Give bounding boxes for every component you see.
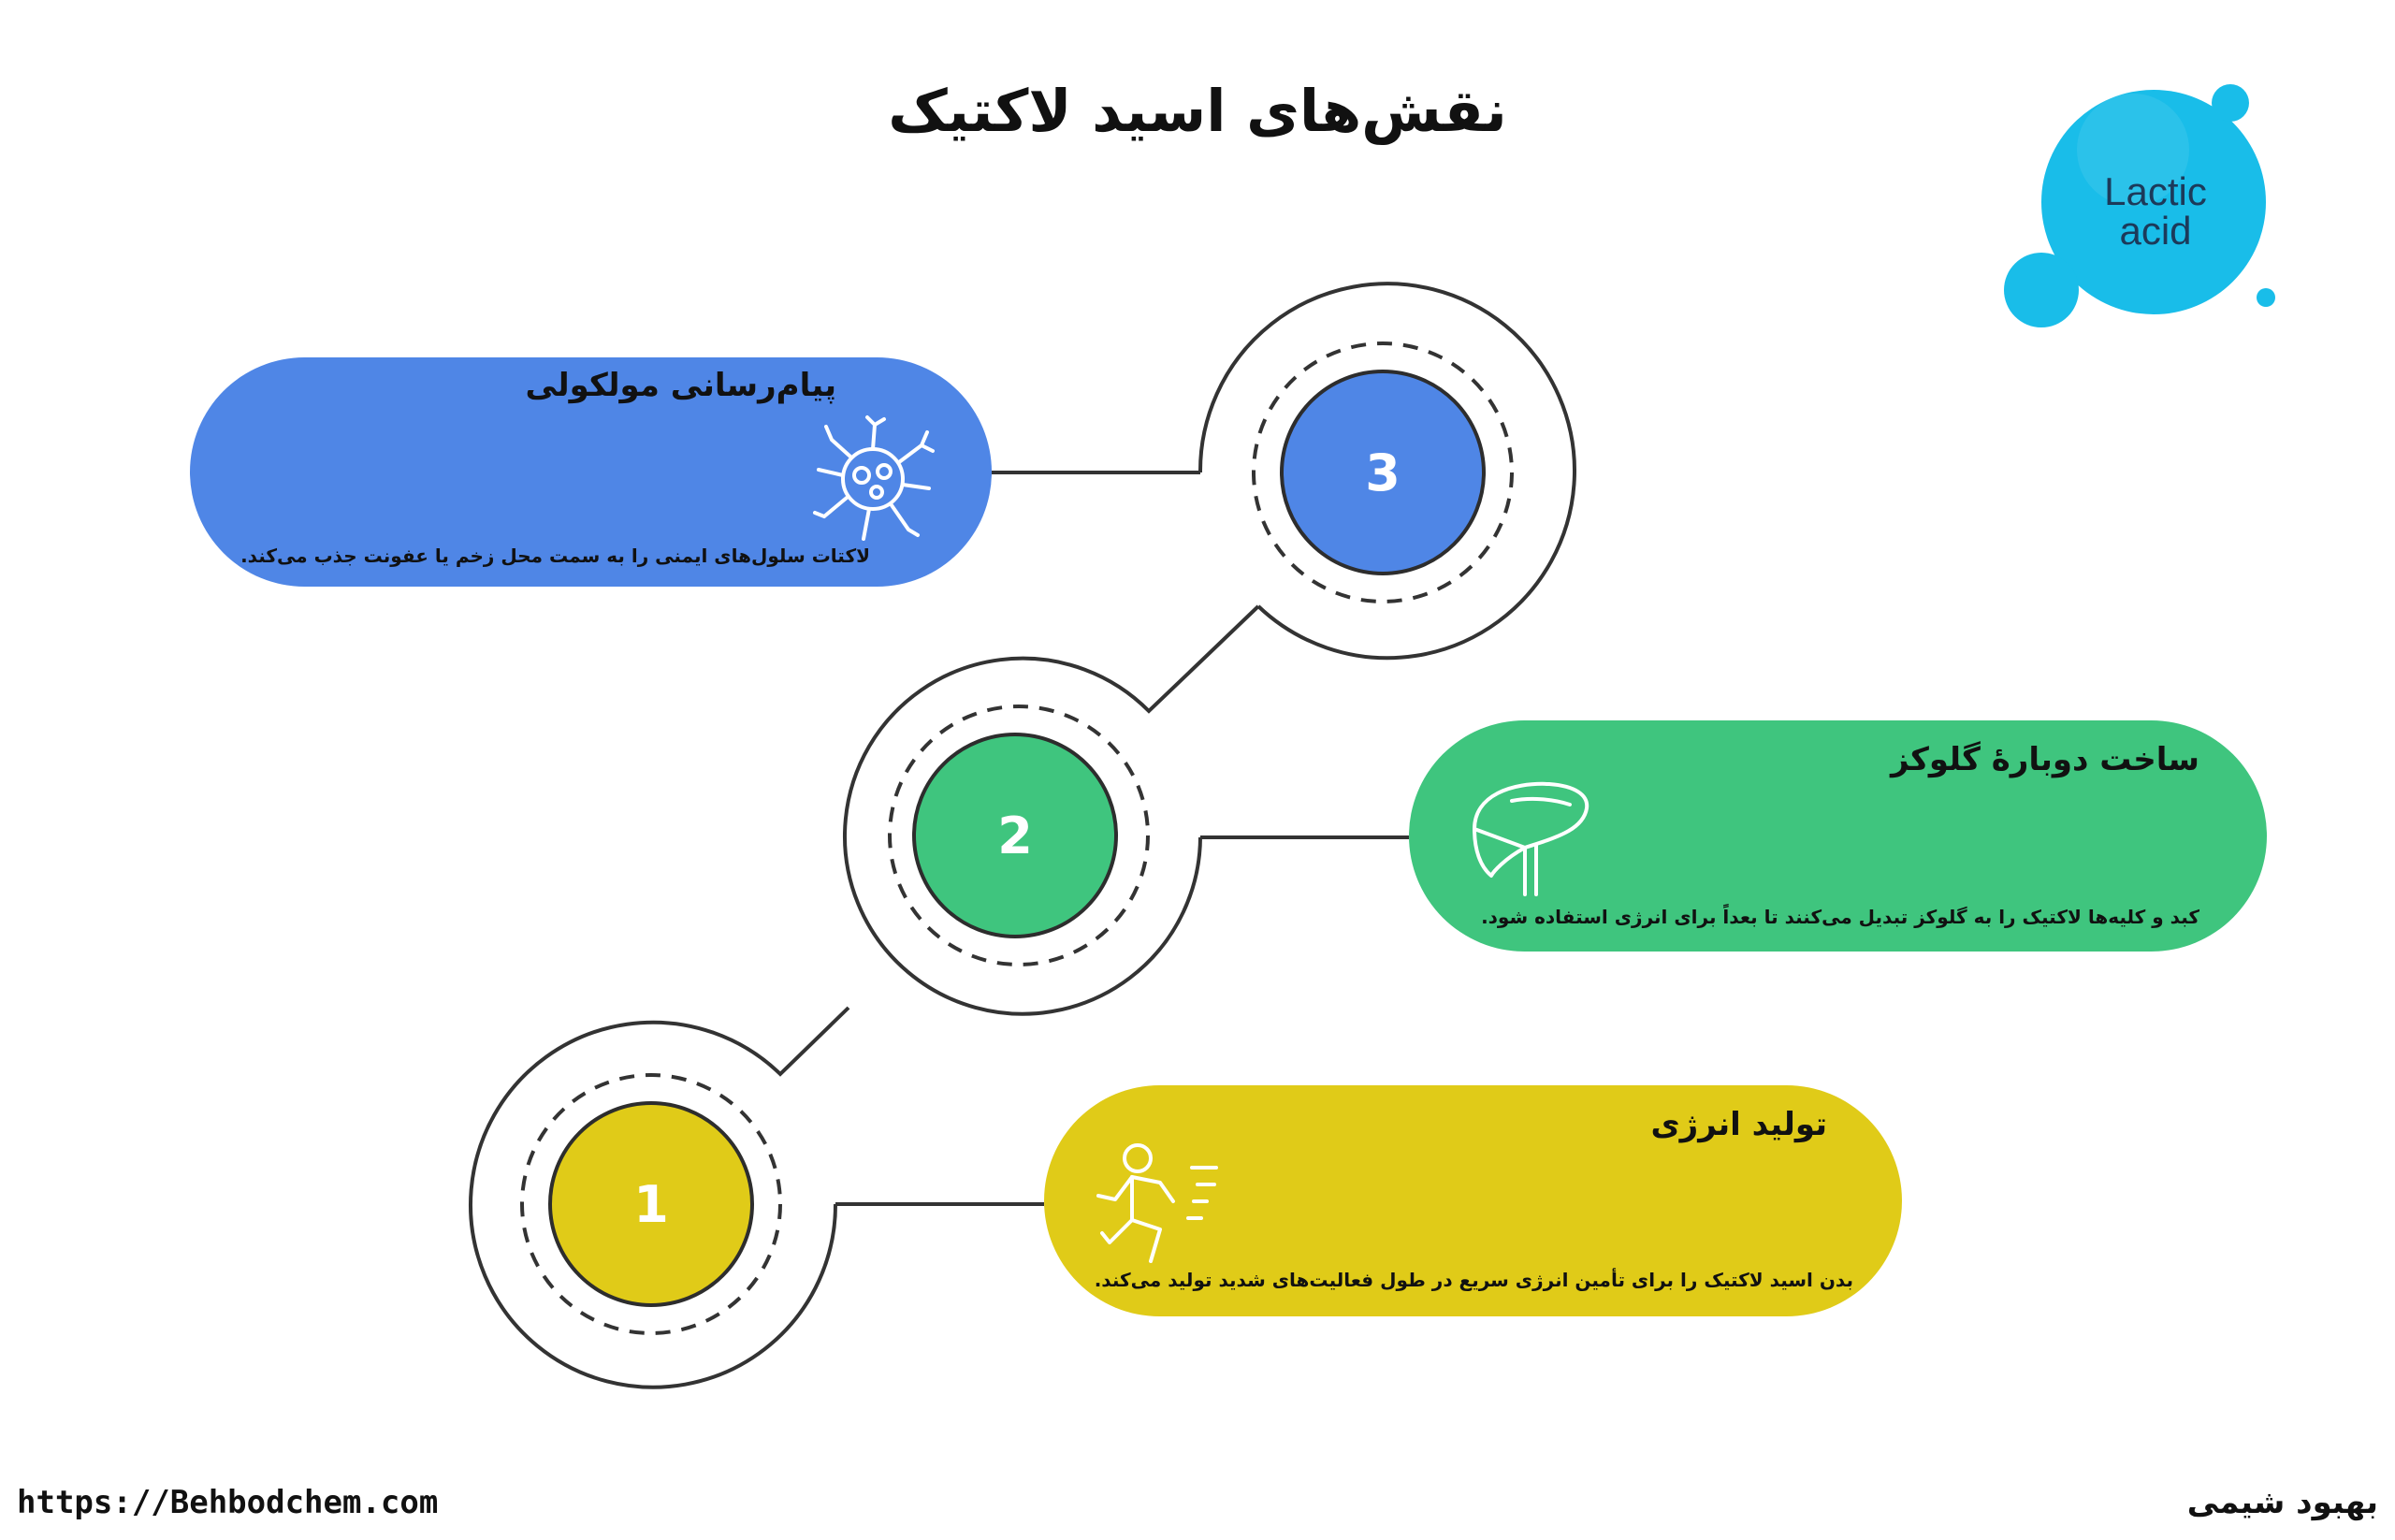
step-card-3: پیام‌رسانی مولکولی لاکتات سلول‌های ایمنی…: [190, 357, 992, 587]
bubble-icon: [2004, 84, 2275, 327]
outer-ring-1: [469, 1006, 850, 1389]
brand-name: بهبود شیمی: [2186, 1484, 2378, 1521]
dashed-ring-1: [520, 1073, 782, 1335]
step-1-heading: تولید انرژی: [1650, 1106, 1827, 1143]
lactic-acid-logo: Lactic acid: [1993, 75, 2292, 337]
dashed-ring-2: [888, 705, 1150, 966]
step-card-1: تولید انرژی بدن اسید لاکتیک را برای تأمی…: [1044, 1085, 1902, 1316]
logo-line-1: Lactic: [2104, 169, 2207, 213]
step-card-2: ساخت دوبارهٔ گلوکز کبد و کلیه‌ها لاکتیک …: [1409, 720, 2267, 952]
page-title: نقش‌های اسید لاکتیک: [888, 77, 1507, 145]
logo-line-2: acid: [2119, 209, 2192, 253]
immune-cell-icon: [813, 415, 935, 541]
outer-ring-3: [1198, 282, 1576, 661]
step-3-description: لاکتات سلول‌های ایمنی را به سمت محل زخم …: [240, 545, 870, 567]
step-2-description: کبد و کلیه‌ها لاکتیک را به گلوکز تبدیل م…: [1481, 906, 2199, 928]
step-number-3: 3: [1280, 370, 1486, 575]
dashed-ring-3: [1252, 341, 1514, 603]
step-3-heading: پیام‌رسانی مولکولی: [525, 367, 837, 404]
step-1-description: بدن اسید لاکتیک را برای تأمین انرژی سریع…: [1094, 1269, 1853, 1291]
step-2-heading: ساخت دوبارهٔ گلوکز: [1890, 741, 2199, 778]
liver-icon: [1473, 781, 1589, 896]
outer-ring-2: [843, 604, 1260, 1016]
step-number-2: 2: [912, 733, 1118, 938]
running-person-icon: [1096, 1143, 1218, 1263]
step-number-1: 1: [548, 1101, 754, 1307]
website-url[interactable]: https://Behbodchem.com: [17, 1484, 439, 1521]
